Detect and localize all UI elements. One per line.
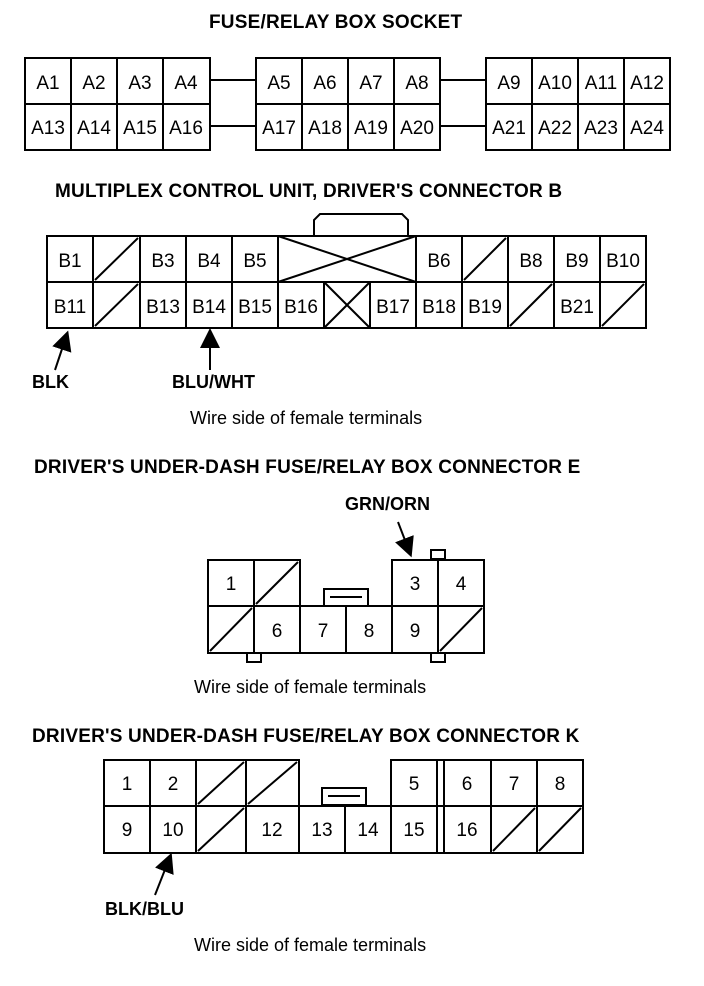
connector-k-pin: 9 — [122, 820, 133, 841]
connector-k-pin: 14 — [357, 820, 379, 841]
socket-pin: A7 — [359, 73, 382, 94]
connector-b-pin: B17 — [376, 297, 410, 318]
socket-pin: A6 — [313, 73, 336, 94]
connector-b-caption: Wire side of female terminals — [190, 408, 423, 428]
connector-k-pin: 7 — [509, 774, 520, 795]
connector-e-pin: 8 — [364, 621, 375, 642]
connector-k-caption: Wire side of female terminals — [194, 935, 427, 955]
socket-pin: A21 — [492, 118, 526, 139]
connector-e-pin: 9 — [410, 621, 421, 642]
connector-k-terminal-labels: 1 2 5 6 7 8 9 10 12 13 14 15 16 — [122, 774, 566, 841]
connector-b-pin: B15 — [238, 297, 272, 318]
connector-k-pin: 10 — [162, 820, 183, 841]
connector-b-pin: B5 — [243, 251, 266, 272]
connector-k-pin: 13 — [311, 820, 332, 841]
connector-b-pin: B1 — [58, 251, 81, 272]
connector-k-pin: 5 — [409, 774, 420, 795]
connector-b-pin: B11 — [54, 297, 86, 318]
socket-terminal-labels: A1 A2 A3 A4 A5 A6 A7 A8 A9 A10 A11 A12 A… — [31, 73, 664, 139]
wire-label-grn-orn: GRN/ORN — [345, 494, 430, 514]
socket-pin: A15 — [123, 118, 157, 139]
socket-title: FUSE/RELAY BOX SOCKET — [209, 12, 463, 33]
connector-k-title: DRIVER'S UNDER-DASH FUSE/RELAY BOX CONNE… — [32, 726, 580, 747]
connector-e-pin: 6 — [272, 621, 283, 642]
socket-pin: A11 — [585, 73, 617, 94]
connector-k-pin: 6 — [462, 774, 473, 795]
fuse-relay-socket — [24, 57, 671, 151]
connector-e-pin: 3 — [410, 574, 421, 595]
connector-k — [103, 759, 584, 896]
connector-b — [46, 213, 647, 371]
socket-pin: A17 — [262, 118, 296, 139]
socket-pin: A19 — [354, 118, 388, 139]
socket-pin: A22 — [538, 118, 572, 139]
connector-b-pin: B4 — [197, 251, 221, 272]
socket-pin: A20 — [400, 118, 434, 139]
connector-e-pin: 1 — [226, 574, 237, 595]
connector-b-pin: B3 — [151, 251, 174, 272]
socket-pin: A5 — [267, 73, 290, 94]
socket-pin: A14 — [77, 118, 111, 139]
connector-b-pin: B6 — [427, 251, 450, 272]
connector-e-pin: 7 — [318, 621, 329, 642]
connector-b-pin: B8 — [519, 251, 542, 272]
connector-b-pin: B13 — [146, 297, 180, 318]
socket-pin: A24 — [630, 118, 664, 139]
socket-pin: A13 — [31, 118, 65, 139]
connector-e-pin: 4 — [456, 574, 467, 595]
connector-b-pin: B16 — [284, 297, 318, 318]
connector-e-terminal-labels: 1 3 4 6 7 8 9 — [226, 574, 467, 642]
socket-pin: A16 — [169, 118, 203, 139]
connector-b-terminal-labels: B1 B3 B4 B5 B6 B8 B9 B10 B11 B13 B14 B15… — [54, 251, 640, 318]
connector-e-title: DRIVER'S UNDER-DASH FUSE/RELAY BOX CONNE… — [34, 457, 581, 478]
connector-k-pin: 12 — [261, 820, 282, 841]
connector-b-pin: B10 — [606, 251, 640, 272]
connector-k-pin: 1 — [122, 774, 133, 795]
connector-k-pin: 16 — [456, 820, 477, 841]
socket-pin: A9 — [497, 73, 520, 94]
socket-pin: A18 — [308, 118, 342, 139]
connector-b-pin: B14 — [192, 297, 226, 318]
socket-pin: A4 — [174, 73, 198, 94]
socket-pin: A12 — [630, 73, 664, 94]
connector-k-pin: 8 — [555, 774, 566, 795]
connector-b-pin: B19 — [468, 297, 502, 318]
socket-pin: A23 — [584, 118, 618, 139]
connector-b-pin: B21 — [560, 297, 594, 318]
socket-pin: A2 — [82, 73, 105, 94]
wire-label-blk: BLK — [32, 372, 69, 392]
socket-pin: A1 — [36, 73, 59, 94]
socket-pin: A8 — [405, 73, 428, 94]
connector-e-caption: Wire side of female terminals — [194, 677, 427, 697]
connector-b-title: MULTIPLEX CONTROL UNIT, DRIVER'S CONNECT… — [55, 181, 563, 202]
connector-b-pin: B18 — [422, 297, 456, 318]
connector-e — [207, 521, 485, 663]
socket-pin: A3 — [128, 73, 151, 94]
connector-b-pin: B9 — [565, 251, 588, 272]
connector-k-pin: 2 — [168, 774, 179, 795]
wire-label-blk-blu: BLK/BLU — [105, 899, 184, 919]
wire-label-blu-wht: BLU/WHT — [172, 372, 255, 392]
connector-k-pin: 15 — [403, 820, 424, 841]
socket-pin: A10 — [538, 73, 572, 94]
